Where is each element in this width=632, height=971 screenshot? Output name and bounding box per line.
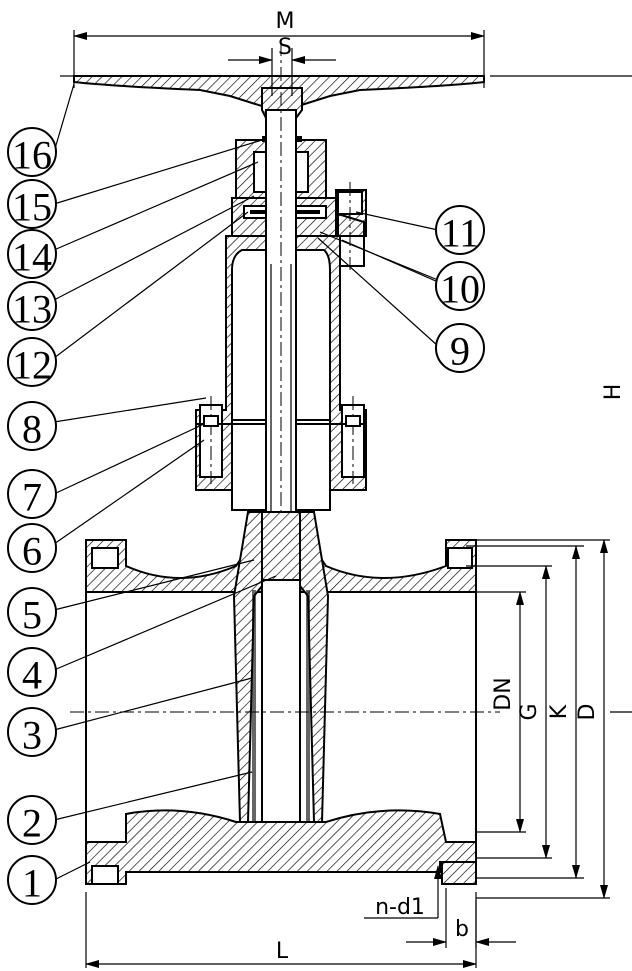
dimension-lines: [73, 30, 632, 968]
svg-text:14: 14: [12, 235, 52, 280]
dim-label-l: L: [276, 939, 289, 964]
svg-text:4: 4: [22, 653, 42, 698]
dim-label-g: G: [517, 703, 542, 720]
svg-text:10: 10: [440, 267, 480, 312]
svg-text:9: 9: [450, 329, 470, 374]
svg-text:13: 13: [12, 287, 52, 332]
valve-body: [85, 511, 477, 885]
balloon-11: 11: [435, 205, 485, 256]
dim-label-b: b: [455, 917, 469, 942]
dim-label-k: K: [547, 704, 572, 719]
svg-text:6: 6: [22, 529, 42, 574]
balloon-16: 16: [7, 127, 57, 178]
balloon-7: 7: [7, 469, 57, 520]
dim-label-n-d1: n-d1: [375, 895, 425, 920]
svg-text:2: 2: [22, 801, 42, 846]
svg-text:16: 16: [12, 133, 52, 178]
balloon-6: 6: [7, 523, 57, 574]
balloon-8: 8: [7, 401, 57, 452]
dim-label-h: H: [601, 384, 626, 401]
dim-label-m: M: [276, 9, 295, 34]
dim-label-dn: DN: [491, 677, 516, 710]
balloon-10: 10: [435, 261, 485, 312]
svg-text:8: 8: [22, 407, 42, 452]
balloon-3: 3: [7, 707, 57, 758]
leader-lines: [53, 83, 439, 881]
balloons: 16 15 14 13 12 8 7 6 5 4 3 2 1 11 10 9: [7, 127, 485, 906]
balloon-12: 12: [7, 337, 57, 388]
balloon-14: 14: [7, 229, 57, 280]
svg-text:11: 11: [441, 211, 480, 256]
dimension-labels: M S H DN G K D L n-d1 b: [276, 9, 626, 964]
balloon-9: 9: [435, 323, 485, 374]
balloon-15: 15: [7, 179, 57, 230]
wedge: [232, 511, 330, 823]
svg-text:7: 7: [22, 475, 42, 520]
svg-text:15: 15: [12, 185, 52, 230]
balloon-13: 13: [7, 281, 57, 332]
balloon-5: 5: [7, 587, 57, 638]
svg-text:1: 1: [22, 861, 42, 906]
dim-label-d: D: [575, 704, 600, 721]
balloon-2: 2: [7, 795, 57, 846]
balloon-4: 4: [7, 647, 57, 698]
balloon-1: 1: [7, 855, 57, 906]
svg-text:5: 5: [22, 593, 42, 638]
svg-text:12: 12: [12, 343, 52, 388]
dim-label-s: S: [278, 35, 292, 60]
svg-text:3: 3: [22, 713, 42, 758]
